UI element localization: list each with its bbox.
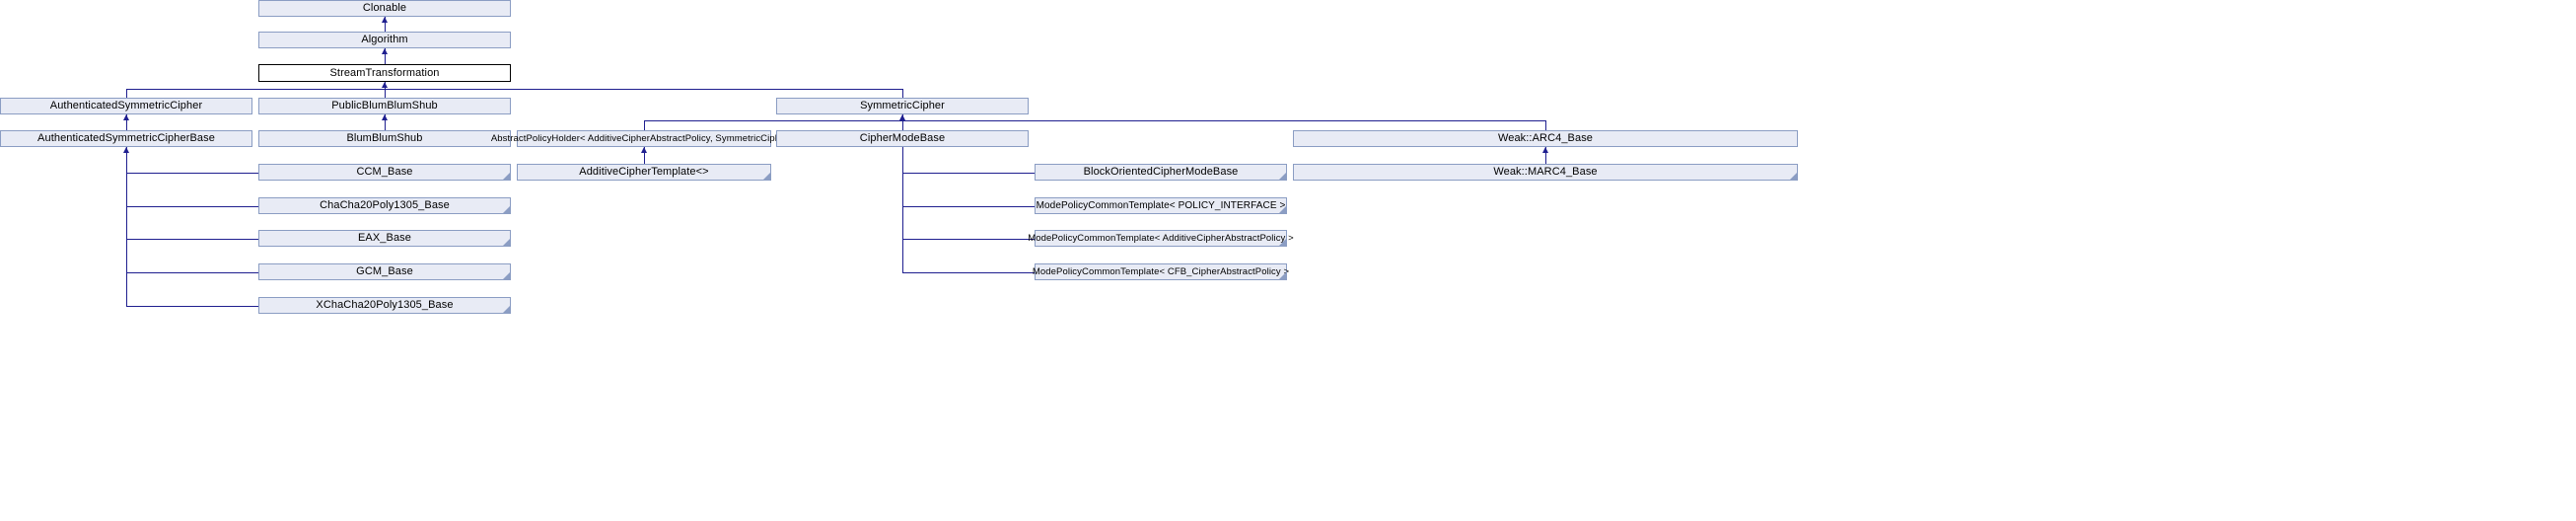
edge-segment-vertical	[902, 114, 903, 120]
inheritance-arrowhead	[381, 114, 388, 120]
class-node-algorithm[interactable]: Algorithm	[258, 32, 511, 48]
inheritance-arrowhead	[122, 114, 129, 120]
edge-segment-horizontal	[902, 206, 1035, 207]
edge-segment-horizontal	[902, 173, 1035, 174]
edge-segment-vertical	[126, 114, 127, 130]
class-node-label: Weak::MARC4_Base	[1493, 166, 1598, 178]
edge-segment-horizontal	[126, 173, 258, 174]
class-node-streamtransformation[interactable]: StreamTransformation	[258, 64, 511, 82]
class-node-modepolicy_additive[interactable]: ModePolicyCommonTemplate< AdditiveCipher…	[1028, 230, 1294, 247]
edge-segment-horizontal	[126, 239, 258, 240]
edge-segment-vertical	[126, 147, 127, 306]
class-node-label: StreamTransformation	[329, 66, 440, 79]
class-node-label: ChaCha20Poly1305_Base	[320, 199, 450, 211]
edge-segment-horizontal	[902, 239, 1035, 240]
class-node-clonable[interactable]: Clonable	[258, 0, 511, 17]
edge-segment-vertical	[644, 147, 645, 164]
class-node-label: Weak::ARC4_Base	[1497, 132, 1594, 144]
edge-segment-vertical	[126, 89, 127, 98]
edge-segment-vertical	[385, 17, 386, 32]
class-node-label: ModePolicyCommonTemplate< AdditiveCipher…	[1028, 232, 1294, 244]
class-node-publicblumblumshub[interactable]: PublicBlumBlumShub	[258, 98, 511, 114]
class-node-label: CCM_Base	[356, 166, 413, 178]
class-node-blockorientedciphermodebase[interactable]: BlockOrientedCipherModeBase	[1035, 164, 1287, 181]
class-node-label: BlumBlumShub	[346, 132, 423, 144]
class-node-ccmbase[interactable]: CCM_Base	[258, 164, 511, 181]
class-node-modepolicy_cfb[interactable]: ModePolicyCommonTemplate< CFB_CipherAbst…	[1032, 263, 1290, 280]
edge-segment-vertical	[1545, 147, 1546, 164]
edge-segment-horizontal	[126, 206, 258, 207]
inheritance-arrowhead	[1541, 147, 1548, 153]
edge-segment-horizontal	[126, 89, 902, 90]
class-node-chacha20poly1305base[interactable]: ChaCha20Poly1305_Base	[258, 197, 511, 214]
class-node-label: AuthenticatedSymmetricCipher	[49, 100, 203, 112]
edge-segment-vertical	[902, 89, 903, 98]
inheritance-arrowhead	[898, 114, 905, 120]
class-node-authsymcipherbase[interactable]: AuthenticatedSymmetricCipherBase	[0, 130, 252, 147]
class-node-additiveciphertemplate[interactable]: AdditiveCipherTemplate<>	[517, 164, 771, 181]
inheritance-arrowhead	[381, 82, 388, 88]
class-node-symmetriccipher[interactable]: SymmetricCipher	[776, 98, 1029, 114]
class-node-label: SymmetricCipher	[860, 100, 945, 112]
edge-segment-vertical	[644, 120, 645, 130]
class-node-authsymcipher[interactable]: AuthenticatedSymmetricCipher	[0, 98, 252, 114]
class-node-label: AuthenticatedSymmetricCipherBase	[37, 132, 215, 144]
class-node-label: Algorithm	[361, 34, 408, 45]
edge-segment-horizontal	[644, 120, 1545, 121]
inheritance-arrowhead	[381, 48, 388, 54]
edge-segment-vertical	[902, 114, 903, 130]
class-node-label: BlockOrientedCipherModeBase	[1083, 166, 1239, 178]
class-node-label: AbstractPolicyHolder< AdditiveCipherAbst…	[490, 132, 798, 144]
inheritance-arrowhead	[381, 17, 388, 23]
edge-segment-vertical	[902, 147, 903, 272]
class-node-modepolicy_policyinterface[interactable]: ModePolicyCommonTemplate< POLICY_INTERFA…	[1035, 197, 1287, 214]
edge-segment-vertical	[385, 89, 386, 98]
class-node-ciphermodebase[interactable]: CipherModeBase	[776, 130, 1029, 147]
edge-segment-vertical	[385, 48, 386, 64]
inheritance-arrowhead	[122, 147, 129, 153]
class-node-label: EAX_Base	[357, 232, 411, 244]
edge-segment-horizontal	[126, 306, 258, 307]
edge-segment-horizontal	[902, 272, 1035, 273]
class-node-label: CipherModeBase	[859, 132, 946, 144]
class-node-label: PublicBlumBlumShub	[331, 100, 438, 112]
edge-segment-horizontal	[126, 272, 258, 273]
class-node-label: Clonable	[362, 2, 407, 14]
class-node-blumblumshub[interactable]: BlumBlumShub	[258, 130, 511, 147]
class-node-weakmarc4base[interactable]: Weak::MARC4_Base	[1293, 164, 1798, 181]
class-node-xchacha20poly1305base[interactable]: XChaCha20Poly1305_Base	[258, 297, 511, 314]
class-node-eaxbase[interactable]: EAX_Base	[258, 230, 511, 247]
class-node-label: XChaCha20Poly1305_Base	[316, 299, 454, 311]
class-node-gcmbase[interactable]: GCM_Base	[258, 263, 511, 280]
class-node-abstractpolicyholder[interactable]: AbstractPolicyHolder< AdditiveCipherAbst…	[491, 130, 797, 147]
edge-segment-vertical	[385, 114, 386, 130]
class-node-weakarc4base[interactable]: Weak::ARC4_Base	[1293, 130, 1798, 147]
edge-segment-vertical	[1545, 120, 1546, 130]
class-node-label: ModePolicyCommonTemplate< CFB_CipherAbst…	[1032, 265, 1290, 277]
class-node-label: GCM_Base	[356, 265, 413, 277]
class-node-label: AdditiveCipherTemplate<>	[579, 166, 709, 178]
inheritance-arrowhead	[640, 147, 647, 153]
class-node-label: ModePolicyCommonTemplate< POLICY_INTERFA…	[1036, 199, 1286, 211]
